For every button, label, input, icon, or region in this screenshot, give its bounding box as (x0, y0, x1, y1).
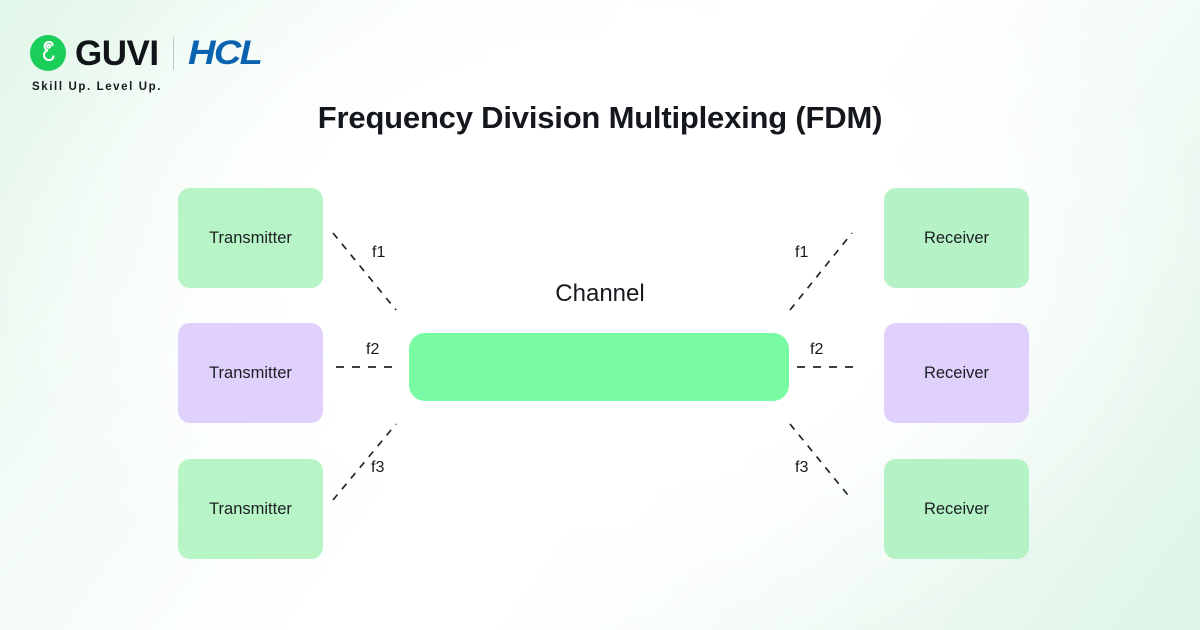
receiver-label-1: Receiver (923, 228, 990, 247)
connector-left-f3 (332, 423, 397, 501)
hcl-wordmark: HCL (188, 34, 263, 72)
frequency-label-left-f2: f2 (366, 341, 380, 358)
frequency-label-right-f2: f2 (810, 341, 824, 358)
receiver-box-2[interactable]: Receiver (884, 323, 1029, 423)
page-title: Frequency Division Multiplexing (FDM) (317, 100, 883, 135)
receiver-box-1[interactable]: Receiver (884, 188, 1029, 288)
receiver-label-2: Receiver (923, 363, 990, 382)
transmitter-box-1[interactable]: Transmitter (178, 188, 323, 288)
frequency-label-left-f3: f3 (371, 459, 385, 476)
receiver-label-3: Receiver (923, 499, 990, 518)
transmitter-label-3: Transmitter (209, 499, 292, 518)
brand-divider (172, 36, 175, 70)
brand-logo-block: GUVI HCL Skill Up. Level Up. (30, 32, 263, 93)
transmitter-label-1: Transmitter (209, 228, 292, 247)
brand-row: GUVI HCL (30, 32, 263, 74)
connector-right-f1 (789, 232, 853, 311)
frequency-label-left-f1: f1 (372, 244, 386, 261)
guvi-wordmark: GUVI (75, 33, 159, 73)
guvi-g-mark-icon (30, 35, 66, 71)
connector-left-f1 (332, 232, 397, 311)
channel-bar[interactable] (409, 333, 789, 401)
transmitter-box-2[interactable]: Transmitter (178, 323, 323, 423)
channel-label: Channel (555, 280, 645, 307)
transmitter-label-2: Transmitter (209, 363, 292, 382)
frequency-label-right-f1: f1 (795, 244, 809, 261)
transmitter-box-3[interactable]: Transmitter (178, 459, 323, 559)
receiver-box-3[interactable]: Receiver (884, 459, 1029, 559)
connector-right-f3 (789, 423, 853, 501)
brand-tagline: Skill Up. Level Up. (32, 81, 163, 93)
frequency-label-right-f3: f3 (795, 459, 809, 476)
